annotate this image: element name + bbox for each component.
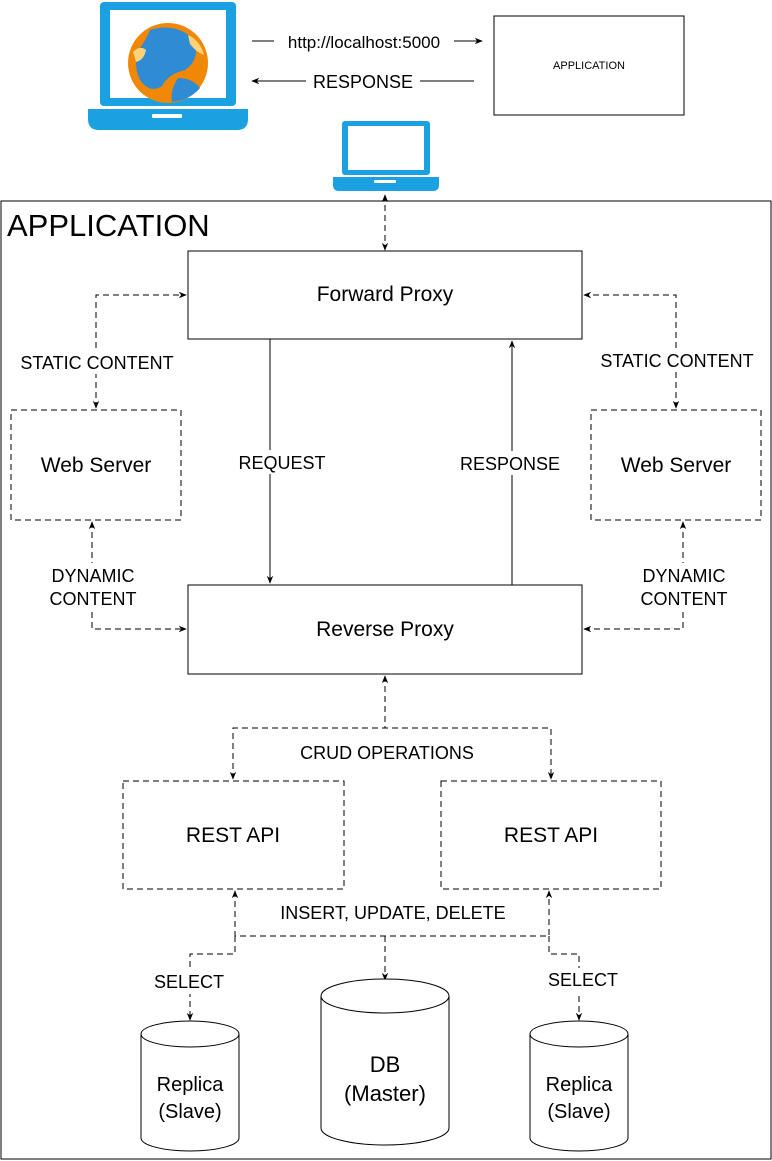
replica-left-cylinder <box>140 1020 240 1152</box>
static-right-connector <box>583 291 680 409</box>
dynamic-right-connector <box>583 521 687 633</box>
dynamic-right-label-1: DYNAMIC <box>642 566 725 586</box>
db-label-1: DB <box>370 1052 401 1077</box>
replica-right-label-2: (Slave) <box>547 1101 610 1123</box>
application-box-label: APPLICATION <box>553 60 625 72</box>
static-left-connector <box>92 291 187 409</box>
dynamic-left-connector <box>88 521 187 633</box>
reverse-proxy-label: Reverse Proxy <box>316 618 454 641</box>
url-label: http://localhost:5000 <box>288 33 440 52</box>
web-server-left-box <box>10 409 182 521</box>
laptop-globe-icon <box>88 2 248 130</box>
request-label: REQUEST <box>238 453 325 473</box>
replica-left-label-2: (Slave) <box>158 1101 221 1123</box>
crud-connector <box>229 727 555 780</box>
iud-label: INSERT, UPDATE, DELETE <box>280 903 505 923</box>
static-left-label: STATIC CONTENT <box>20 353 173 373</box>
forward-proxy-label: Forward Proxy <box>317 283 454 306</box>
application-box <box>493 15 685 116</box>
crud-label: CRUD OPERATIONS <box>300 743 474 763</box>
select-left-label: SELECT <box>154 972 224 992</box>
rest-api-left-label: REST API <box>186 824 280 847</box>
static-right-label: STATIC CONTENT <box>600 351 753 371</box>
laptop-icon <box>333 121 439 191</box>
rest-api-right-box <box>440 780 662 890</box>
db-label-2: (Master) <box>344 1081 426 1106</box>
iud-connector <box>231 890 553 937</box>
application-title: APPLICATION <box>7 208 210 243</box>
replica-right-label-1: Replica <box>546 1074 614 1096</box>
web-server-right-label: Web Server <box>621 454 732 477</box>
dynamic-right-label-2: CONTENT <box>641 589 728 609</box>
response-label-top: RESPONSE <box>313 72 413 92</box>
web-server-right-box <box>590 409 762 521</box>
select-right-label: SELECT <box>548 970 618 990</box>
dynamic-left-label-1: DYNAMIC <box>51 566 134 586</box>
replica-left-label-1: Replica <box>157 1074 225 1096</box>
rest-api-left-box <box>122 780 345 890</box>
forward-proxy-box <box>187 250 583 340</box>
replica-right-cylinder <box>529 1020 629 1152</box>
web-server-left-label: Web Server <box>41 454 152 477</box>
dynamic-left-label-2: CONTENT <box>50 589 137 609</box>
reverse-proxy-box <box>187 584 583 675</box>
db-master-cylinder <box>320 978 450 1146</box>
rest-api-right-label: REST API <box>504 824 598 847</box>
response-label: RESPONSE <box>460 454 560 474</box>
